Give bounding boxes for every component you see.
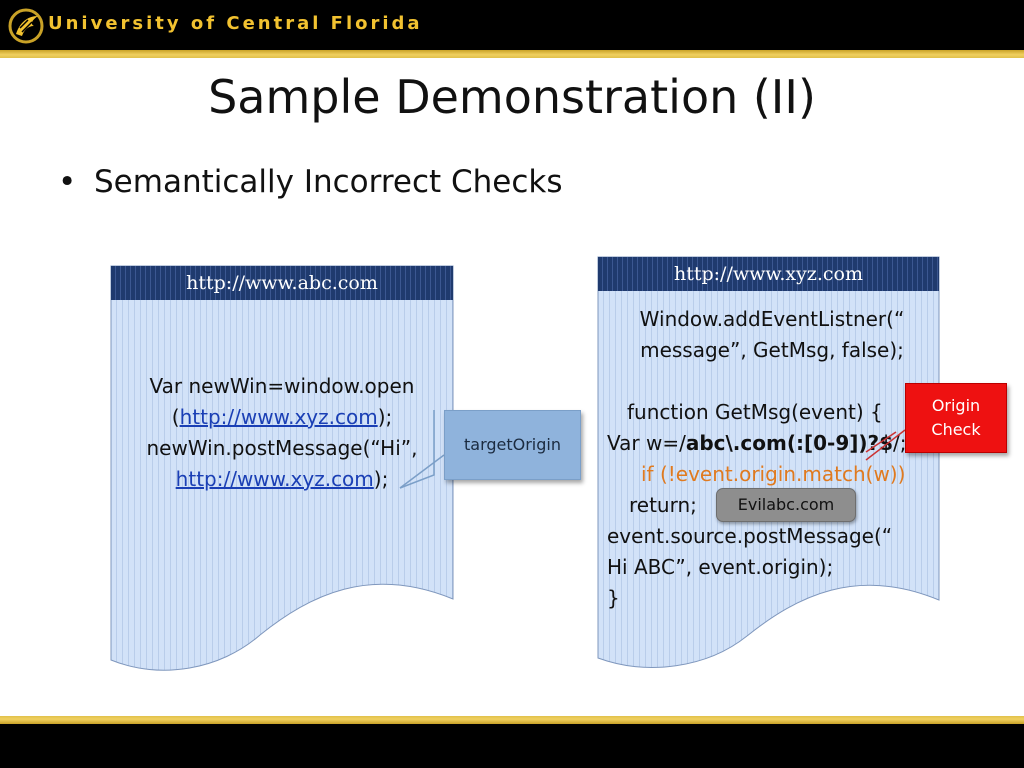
right-code-line-1: Window.addEventListner(“ (639, 307, 905, 331)
header-gold-line (0, 50, 1024, 58)
left-code-paren-open: ( (171, 405, 180, 429)
left-document-url: http://www.abc.com (186, 272, 378, 294)
right-document: http://www.xyz.com (597, 256, 940, 676)
footer-gold-line (0, 716, 1024, 724)
left-document-shape (110, 265, 454, 671)
right-code-blank (607, 366, 937, 397)
right-code-line-7: event.source.postMessage(“ (607, 524, 893, 548)
left-code-close: ); (373, 467, 389, 491)
origin-check-line-1: Origin (931, 396, 981, 415)
right-code-block: Window.addEventListner(“ message”, GetMs… (607, 304, 937, 614)
right-code-line-2: message”, GetMsg, false); (640, 338, 904, 362)
xyz-link-2[interactable]: http://www.xyz.com (175, 467, 374, 491)
right-code-line-3: function GetMsg(event) { (627, 400, 883, 424)
bullet-dot: • (58, 164, 77, 200)
left-code-block: Var newWin=window.open (http://www.xyz.c… (122, 371, 442, 495)
right-code-line-9: } (607, 586, 620, 610)
footer-bar (0, 716, 1024, 768)
origin-check-line-2: Check (931, 420, 981, 439)
target-origin-callout: targetOrigin (444, 410, 581, 480)
xyz-link-1[interactable]: http://www.xyz.com (179, 405, 378, 429)
university-name: University of Central Florida (48, 13, 423, 34)
pegasus-logo-icon (8, 8, 44, 44)
right-code-line-5: if (!event.origin.match(w)) (641, 462, 906, 486)
bullet-text: Semantically Incorrect Checks (94, 164, 563, 200)
bullet-item: • Semantically Incorrect Checks (58, 164, 563, 200)
evil-domain-callout: Evilabc.com (716, 488, 856, 522)
left-document: http://www.abc.com (110, 265, 454, 685)
left-code-line-3: newWin.postMessage(“Hi”, (146, 436, 418, 460)
right-code-line-4: Var w=/abc\.com(:[0-9])?$/; (607, 428, 937, 459)
header-bar: University of Central Florida (0, 0, 1024, 58)
regex-pattern: abc\.com(:[0-9])?$ (685, 431, 894, 455)
regex-prefix: Var w=/ (607, 431, 686, 455)
right-code-line-8: Hi ABC”, event.origin); (607, 555, 834, 579)
left-code-line-1: Var newWin=window.open (149, 374, 415, 398)
right-code-line-6: return; (629, 493, 697, 517)
right-document-url: http://www.xyz.com (673, 263, 864, 285)
left-code-line-2: (http://www.xyz.com); (122, 402, 442, 433)
left-code-line-4: http://www.xyz.com); (122, 464, 442, 495)
left-code-paren-close: ); (377, 405, 393, 429)
right-document-shape (597, 256, 940, 668)
slide-title: Sample Demonstration (II) (208, 70, 816, 124)
origin-check-callout: Origin Check (905, 383, 1007, 453)
